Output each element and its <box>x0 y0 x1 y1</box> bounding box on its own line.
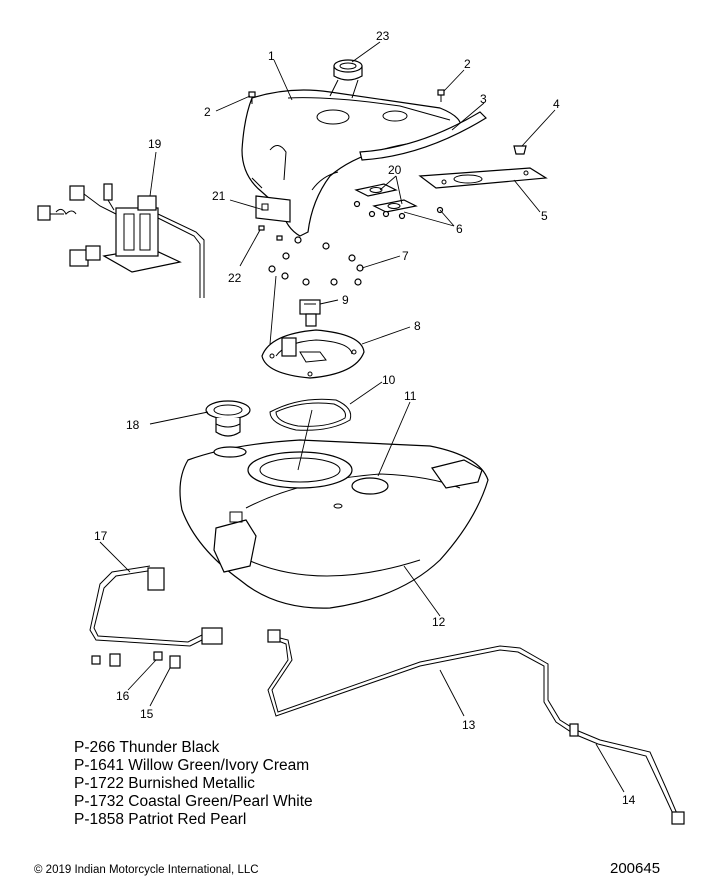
fuel-line-left <box>89 565 223 647</box>
screw-right <box>437 89 445 102</box>
callout-2-left: 2 <box>204 105 211 119</box>
callout-8: 8 <box>414 319 421 333</box>
trim-strip <box>359 111 487 161</box>
callout-9: 9 <box>342 293 349 307</box>
callout-7: 7 <box>402 249 409 263</box>
callout-1: 1 <box>268 49 275 63</box>
callout-11: 11 <box>404 389 417 403</box>
grommet <box>513 145 527 155</box>
fitting-16 <box>91 653 121 667</box>
callout-4: 4 <box>553 97 560 111</box>
fuel-sender <box>299 299 321 327</box>
callout-13: 13 <box>462 718 476 732</box>
callout-10: 10 <box>382 373 396 387</box>
color-code-item: P-266 Thunder Black <box>74 739 220 756</box>
mounting-nuts <box>268 236 364 286</box>
bracket-upper <box>354 183 398 197</box>
color-code-item: P-1732 Coastal Green/Pearl White <box>74 793 313 810</box>
color-code-item: P-1641 Willow Green/Ivory Cream <box>74 757 310 774</box>
callout-18: 18 <box>126 418 140 432</box>
callout-16: 16 <box>116 689 130 703</box>
clip <box>258 225 283 241</box>
pump-mounting-plate <box>261 329 365 379</box>
gas-cap <box>329 59 363 99</box>
callout-22: 22 <box>228 271 242 285</box>
callout-21: 21 <box>212 189 226 203</box>
screw-left <box>248 91 256 104</box>
callout-23: 23 <box>376 29 390 43</box>
callout-12: 12 <box>432 615 446 629</box>
filler-neck <box>205 400 251 437</box>
callouts: 1 2 2 3 4 5 6 7 8 9 10 11 12 13 14 15 16… <box>94 29 636 807</box>
console-cover <box>241 89 462 237</box>
callout-20: 20 <box>388 163 402 177</box>
leader-lines <box>99 41 625 793</box>
color-code-item: P-1858 Patriot Red Pearl <box>74 811 247 828</box>
callout-14: 14 <box>622 793 636 807</box>
color-code-legend: P-266 Thunder Black P-1641 Willow Green/… <box>74 739 313 829</box>
bracket-screws <box>353 200 444 220</box>
drawing-number: 200645 <box>610 860 661 877</box>
color-code-item: P-1722 Burnished Metallic <box>74 775 255 792</box>
fuel-tank <box>179 439 489 609</box>
bracket-lower <box>372 199 418 213</box>
callout-15: 15 <box>140 707 154 721</box>
vent-hose <box>267 629 685 825</box>
callout-17: 17 <box>94 529 108 543</box>
callout-3: 3 <box>480 92 487 106</box>
fitting-15 <box>153 651 181 669</box>
copyright-notice: © 2019 Indian Motorcycle International, … <box>34 864 259 876</box>
gasket <box>269 398 352 431</box>
callout-6: 6 <box>456 222 463 236</box>
console-bracket <box>255 195 291 223</box>
callout-5: 5 <box>541 209 548 223</box>
fuel-pump-assembly <box>37 183 205 298</box>
callout-19: 19 <box>148 137 162 151</box>
mounting-plate <box>418 167 548 189</box>
callout-2-right: 2 <box>464 57 471 71</box>
